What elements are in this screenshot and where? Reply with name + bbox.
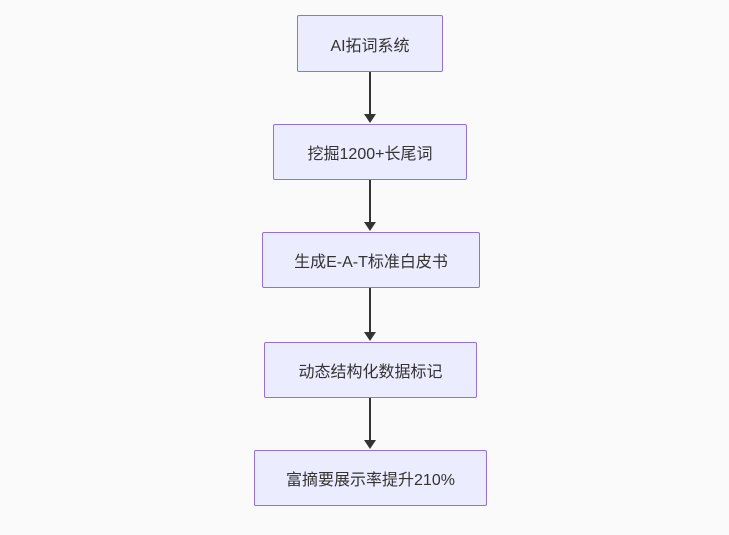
flowchart-node-structured-data-markup: 动态结构化数据标记 <box>264 342 477 398</box>
node-label: 生成E-A-T标准白皮书 <box>294 254 448 271</box>
flow-arrow-4 <box>364 398 376 449</box>
flowchart-node-rich-snippet-rate: 富摘要展示率提升210% <box>254 450 487 506</box>
node-label: AI拓词系统 <box>330 37 410 55</box>
arrow-head-icon <box>364 440 376 449</box>
flow-arrow-2 <box>364 180 376 231</box>
arrow-shaft <box>369 72 371 115</box>
flow-arrow-3 <box>364 288 376 341</box>
flowchart-node-longtail-mining: 挖掘1200+长尾词 <box>273 124 467 180</box>
flowchart-node-eat-whitepaper: 生成E-A-T标准白皮书 <box>262 232 480 288</box>
arrow-head-icon <box>364 332 376 341</box>
arrow-shaft <box>369 398 371 441</box>
arrow-head-icon <box>364 114 376 123</box>
node-label: 动态结构化数据标记 <box>298 364 443 381</box>
flowchart-node-ai-keyword-system: AI拓词系统 <box>297 15 443 72</box>
arrow-shaft <box>369 180 371 223</box>
arrow-head-icon <box>364 222 376 231</box>
arrow-shaft <box>369 288 371 333</box>
flow-arrow-1 <box>364 72 376 123</box>
node-label: 富摘要展示率提升210% <box>286 472 455 489</box>
node-label: 挖掘1200+长尾词 <box>307 146 433 163</box>
